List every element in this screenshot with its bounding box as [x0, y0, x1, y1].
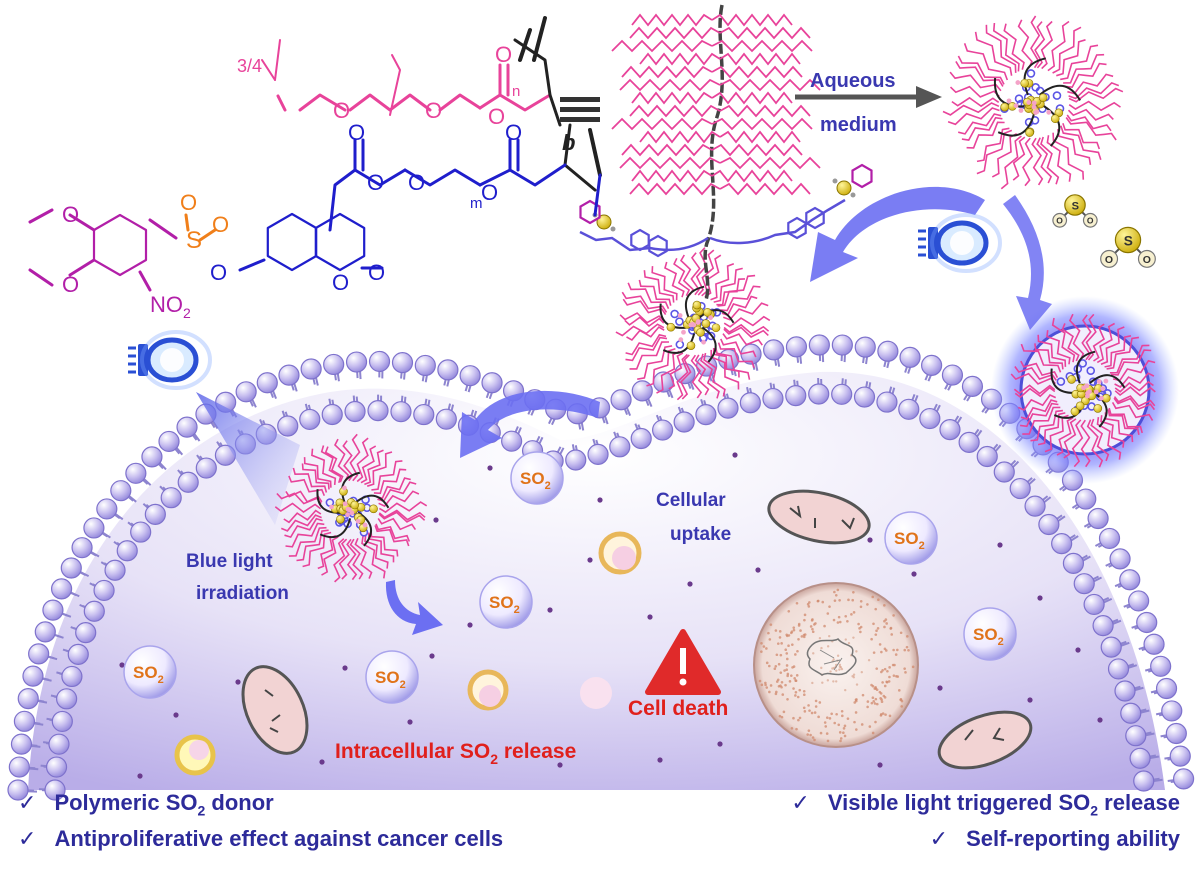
vesicle-4 [580, 677, 612, 709]
vesicle-1 [598, 531, 642, 575]
so2-bubble-label: SO2 [894, 529, 925, 552]
label-cellular: Cellular [656, 490, 726, 511]
label-cell-death: Cell death [628, 697, 728, 720]
bottlebrush-polymer [579, 4, 873, 301]
label-uptake: uptake [670, 524, 731, 545]
so2-bubble: SO2 [365, 650, 419, 704]
so2-bubble: SO2 [479, 575, 533, 629]
atom-o: O [210, 260, 227, 285]
atom-o: O [212, 212, 229, 237]
micelle-irradiated [991, 296, 1179, 484]
atom-o: O [367, 170, 384, 195]
label-three-quarter: 3/4 [237, 56, 262, 76]
so2-molecule-o: O [1105, 254, 1113, 266]
so2-bubble-label: SO2 [375, 668, 406, 691]
atom-o: O [425, 98, 442, 123]
atom-o: O [62, 202, 79, 227]
so2-bubble-label: SO2 [133, 663, 164, 686]
so2-bubble-label: SO2 [520, 469, 551, 492]
atom-o: O [62, 272, 79, 297]
arrow-to-cell [810, 186, 985, 282]
bullet-antiproliferative: ✓Antiproliferative effect against cancer… [18, 826, 504, 851]
atom-o: O [505, 120, 522, 145]
nucleus [753, 582, 919, 748]
equivalence-sign [560, 97, 600, 122]
warning-icon [645, 629, 721, 695]
light-bulb-icon-top [918, 213, 1002, 273]
mitochondrion-1 [767, 489, 871, 545]
atom-o: O [495, 42, 512, 67]
atom-o: O [348, 120, 365, 145]
label-intracellular-release: Intracellular SO2 release [335, 740, 576, 767]
so2-bubble: SO2 [963, 607, 1017, 661]
arrow-down-release [1003, 195, 1052, 330]
atom-o: O [488, 104, 505, 129]
so2-molecule-o: O [1056, 216, 1063, 226]
mitochondrion-2 [241, 665, 309, 755]
atom-o: O [481, 180, 498, 205]
label-no2: NO2 [150, 292, 191, 321]
cell-membrane [7, 334, 1195, 801]
micelle-aqueous [942, 15, 1124, 190]
cytoplasm-dots [119, 452, 1103, 779]
vesicle-3 [174, 734, 216, 776]
bullet-self-reporting: ✓Self-reporting ability [929, 826, 1180, 851]
so2-molecule-o: O [1087, 216, 1094, 226]
so2-bubble-label: SO2 [489, 593, 520, 616]
so2-molecule: SO O [1100, 226, 1156, 268]
micelle-intracellular [274, 433, 428, 583]
atom-o: O [332, 270, 349, 295]
light-bulb-icon [128, 330, 212, 390]
so2-bubble: SO2 [884, 511, 938, 565]
atom-o: O [180, 190, 197, 215]
label-n: n [512, 83, 520, 100]
bullet-polymeric-donor: ✓Polymeric SO2 donor [18, 790, 274, 819]
mitochondrion-3 [937, 710, 1033, 770]
atom-o-carbonyl: O [368, 260, 385, 285]
vesicle-2 [467, 669, 509, 711]
light-beam [196, 392, 300, 525]
atom-o: O [333, 98, 350, 123]
label-irradiation: irradiation [196, 583, 289, 604]
atom-o: O [408, 170, 425, 195]
arrow-into-cell [460, 390, 600, 458]
so2-molecule-s: S [1124, 233, 1133, 248]
so2-bubble: SO2 [123, 645, 177, 699]
so2-molecule-s: S [1072, 200, 1079, 212]
arrow-release-in-cell [385, 580, 443, 635]
atom-s: S [186, 227, 202, 254]
so2-bubble: SO2 [510, 451, 564, 505]
arrow-aqueous [795, 86, 942, 108]
bullet-visible-light: ✓Visible light triggered SO2 release [791, 790, 1180, 819]
label-blue-light: Blue light [186, 551, 273, 572]
label-medium: medium [820, 114, 897, 136]
so2-molecule: SO O [1052, 194, 1098, 228]
so2-molecule-o: O [1143, 254, 1151, 266]
so2-bubble-label: SO2 [973, 625, 1004, 648]
label-m: m [470, 195, 483, 212]
label-aqueous: Aqueous [810, 70, 896, 92]
